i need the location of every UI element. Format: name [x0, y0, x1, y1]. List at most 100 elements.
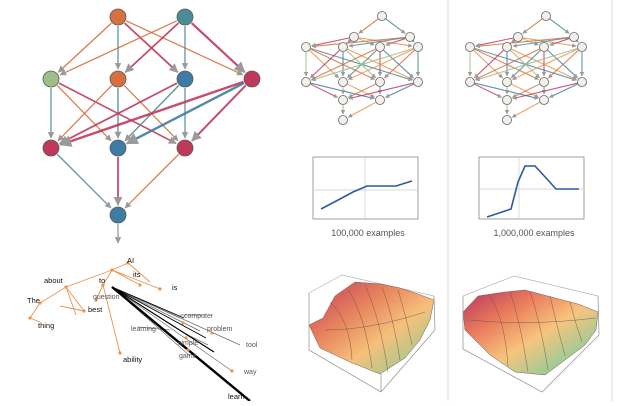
word-tool: tool: [246, 342, 258, 349]
word-graph-dot: [64, 285, 68, 289]
word-graph-dot: [38, 301, 42, 305]
word-game: game: [179, 353, 197, 360]
small-network-diagram-1: [301, 11, 423, 125]
small-net-edge: [358, 38, 375, 46]
word-graph-edge: [95, 284, 104, 301]
small-net-node: [338, 115, 348, 125]
small-net-node: [569, 32, 579, 42]
small-net-edge: [549, 38, 570, 46]
word-learn: learn: [228, 392, 245, 401]
big-net-edge: [191, 84, 247, 142]
big-net-node: [109, 206, 127, 224]
small-net-node: [502, 95, 512, 105]
word-graph-edge: [127, 262, 151, 283]
word-ai: AI: [127, 256, 134, 265]
word-graph-dot: [126, 261, 130, 265]
word-its: its: [133, 270, 141, 279]
word-graph-dot: [28, 316, 32, 320]
big-net-node: [176, 8, 194, 26]
small-net-edge: [475, 37, 514, 48]
big-net-edge: [59, 20, 178, 76]
word-graph-dot: [101, 283, 105, 287]
word-graph-heavy-edge: [111, 286, 251, 402]
small-net-edge: [309, 50, 340, 79]
small-net-edge: [549, 18, 570, 34]
word-graph-edge: [102, 269, 113, 286]
small-net-edge: [348, 82, 414, 100]
small-net-node: [375, 42, 385, 52]
word-graph-edge: [111, 269, 141, 286]
word-graph-dot: [230, 369, 234, 373]
surface-plot-1: [308, 274, 436, 393]
small-net-edge: [474, 83, 503, 98]
small-net-node: [301, 77, 311, 87]
small-net-node: [338, 77, 348, 87]
small-net-edge: [522, 18, 543, 34]
word-graph-dot: [158, 287, 162, 291]
word-question: question: [93, 294, 120, 301]
small-net-node: [301, 42, 311, 52]
word-graph-dot: [181, 321, 185, 325]
word-graph-dot: [94, 298, 98, 302]
small-net-edge: [385, 83, 414, 98]
plot-line-1: [320, 180, 413, 210]
word-graph-edge: [29, 317, 41, 323]
big-net-edge: [59, 80, 244, 147]
word-graph-dot: [138, 283, 142, 287]
small-net-edge: [549, 83, 578, 98]
small-net-node: [405, 32, 415, 42]
small-net-edge: [511, 83, 540, 98]
word-the: The: [27, 296, 40, 305]
word-thing: thing: [38, 321, 54, 330]
word-graph-dot: [118, 351, 122, 355]
word-graph-dots: [28, 261, 234, 373]
big-net-edge: [59, 82, 178, 145]
small-net-node: [502, 42, 512, 52]
small-net-edge: [311, 48, 376, 80]
small-net-edge: [311, 37, 350, 48]
word-graph-edge: [111, 286, 201, 332]
plot-frame-2: [478, 156, 585, 220]
word-ability: ability: [123, 355, 142, 364]
word-graph-edge: [39, 286, 67, 304]
small-net-node: [375, 77, 385, 87]
word-graph-edge: [65, 286, 85, 312]
small-net-edge: [347, 101, 376, 118]
big-net-edge: [57, 85, 113, 142]
small-net-node: [338, 95, 348, 105]
word-about: about: [44, 276, 64, 285]
small-net-node: [413, 77, 423, 87]
small-net-node: [541, 11, 551, 21]
surface-contours-2: [469, 291, 597, 373]
big-net-node: [243, 70, 261, 88]
word-problem: problem: [207, 326, 232, 333]
small-net-edge: [385, 38, 406, 46]
word-way: way: [243, 369, 257, 376]
big-net-edge: [57, 22, 112, 73]
training-plot-2: 1,000,000 examples: [478, 156, 585, 238]
word-computer: computer: [184, 313, 214, 320]
word-best: best: [88, 305, 103, 314]
small-network-diagram-2: [465, 11, 587, 125]
large-network-diagram: [42, 8, 261, 244]
surface-contours-1: [324, 284, 426, 373]
small-net-edge: [512, 37, 570, 48]
small-net-edge: [310, 83, 339, 98]
small-net-node: [577, 77, 587, 87]
small-net-edge: [512, 82, 578, 100]
surface-box-back-2: [462, 275, 599, 297]
small-net-edge: [473, 50, 504, 79]
big-net-edge: [56, 153, 112, 209]
small-net-node: [349, 32, 359, 42]
surface-2: [462, 289, 599, 376]
small-net-node: [502, 77, 512, 87]
small-net-node: [377, 11, 387, 21]
word-graph-edge: [59, 305, 85, 312]
word-graph-heavy-edge: [111, 286, 215, 353]
word-learning: learning: [131, 326, 156, 333]
plot-line-2: [486, 165, 579, 218]
small-net-node: [502, 115, 512, 125]
small-net-node: [513, 32, 523, 42]
